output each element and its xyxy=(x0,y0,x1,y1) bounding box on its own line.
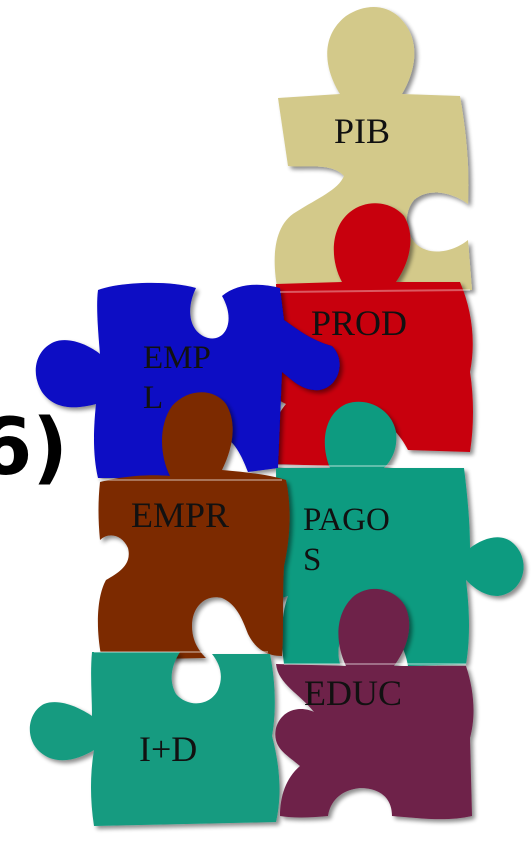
puzzle-piece-empr xyxy=(97,392,290,660)
puzzle-piece-id xyxy=(29,652,280,826)
label-pagos-line1: PAGO xyxy=(303,502,390,538)
label-empr: EMPR xyxy=(131,495,230,535)
label-prod: PROD xyxy=(311,303,408,343)
label-educ: EDUC xyxy=(304,673,402,713)
label-empl-line1: EMP xyxy=(143,340,211,376)
label-pagos-line2: S xyxy=(303,542,322,578)
puzzle-piece-empl xyxy=(35,282,340,478)
puzzle-piece-pagos xyxy=(223,401,524,666)
seam-highlight xyxy=(94,289,471,665)
label-empl: EMP L xyxy=(143,338,253,418)
edge-text-partial: 6) xyxy=(0,403,68,493)
puzzle-piece-pib xyxy=(274,7,472,292)
puzzle-piece-prod xyxy=(262,203,473,466)
label-pagos: PAGO S xyxy=(303,500,413,580)
label-pib: PIB xyxy=(334,111,391,151)
label-id: I+D xyxy=(139,729,198,769)
label-empl-line2: L xyxy=(143,380,164,416)
puzzle-piece-educ xyxy=(275,588,474,820)
